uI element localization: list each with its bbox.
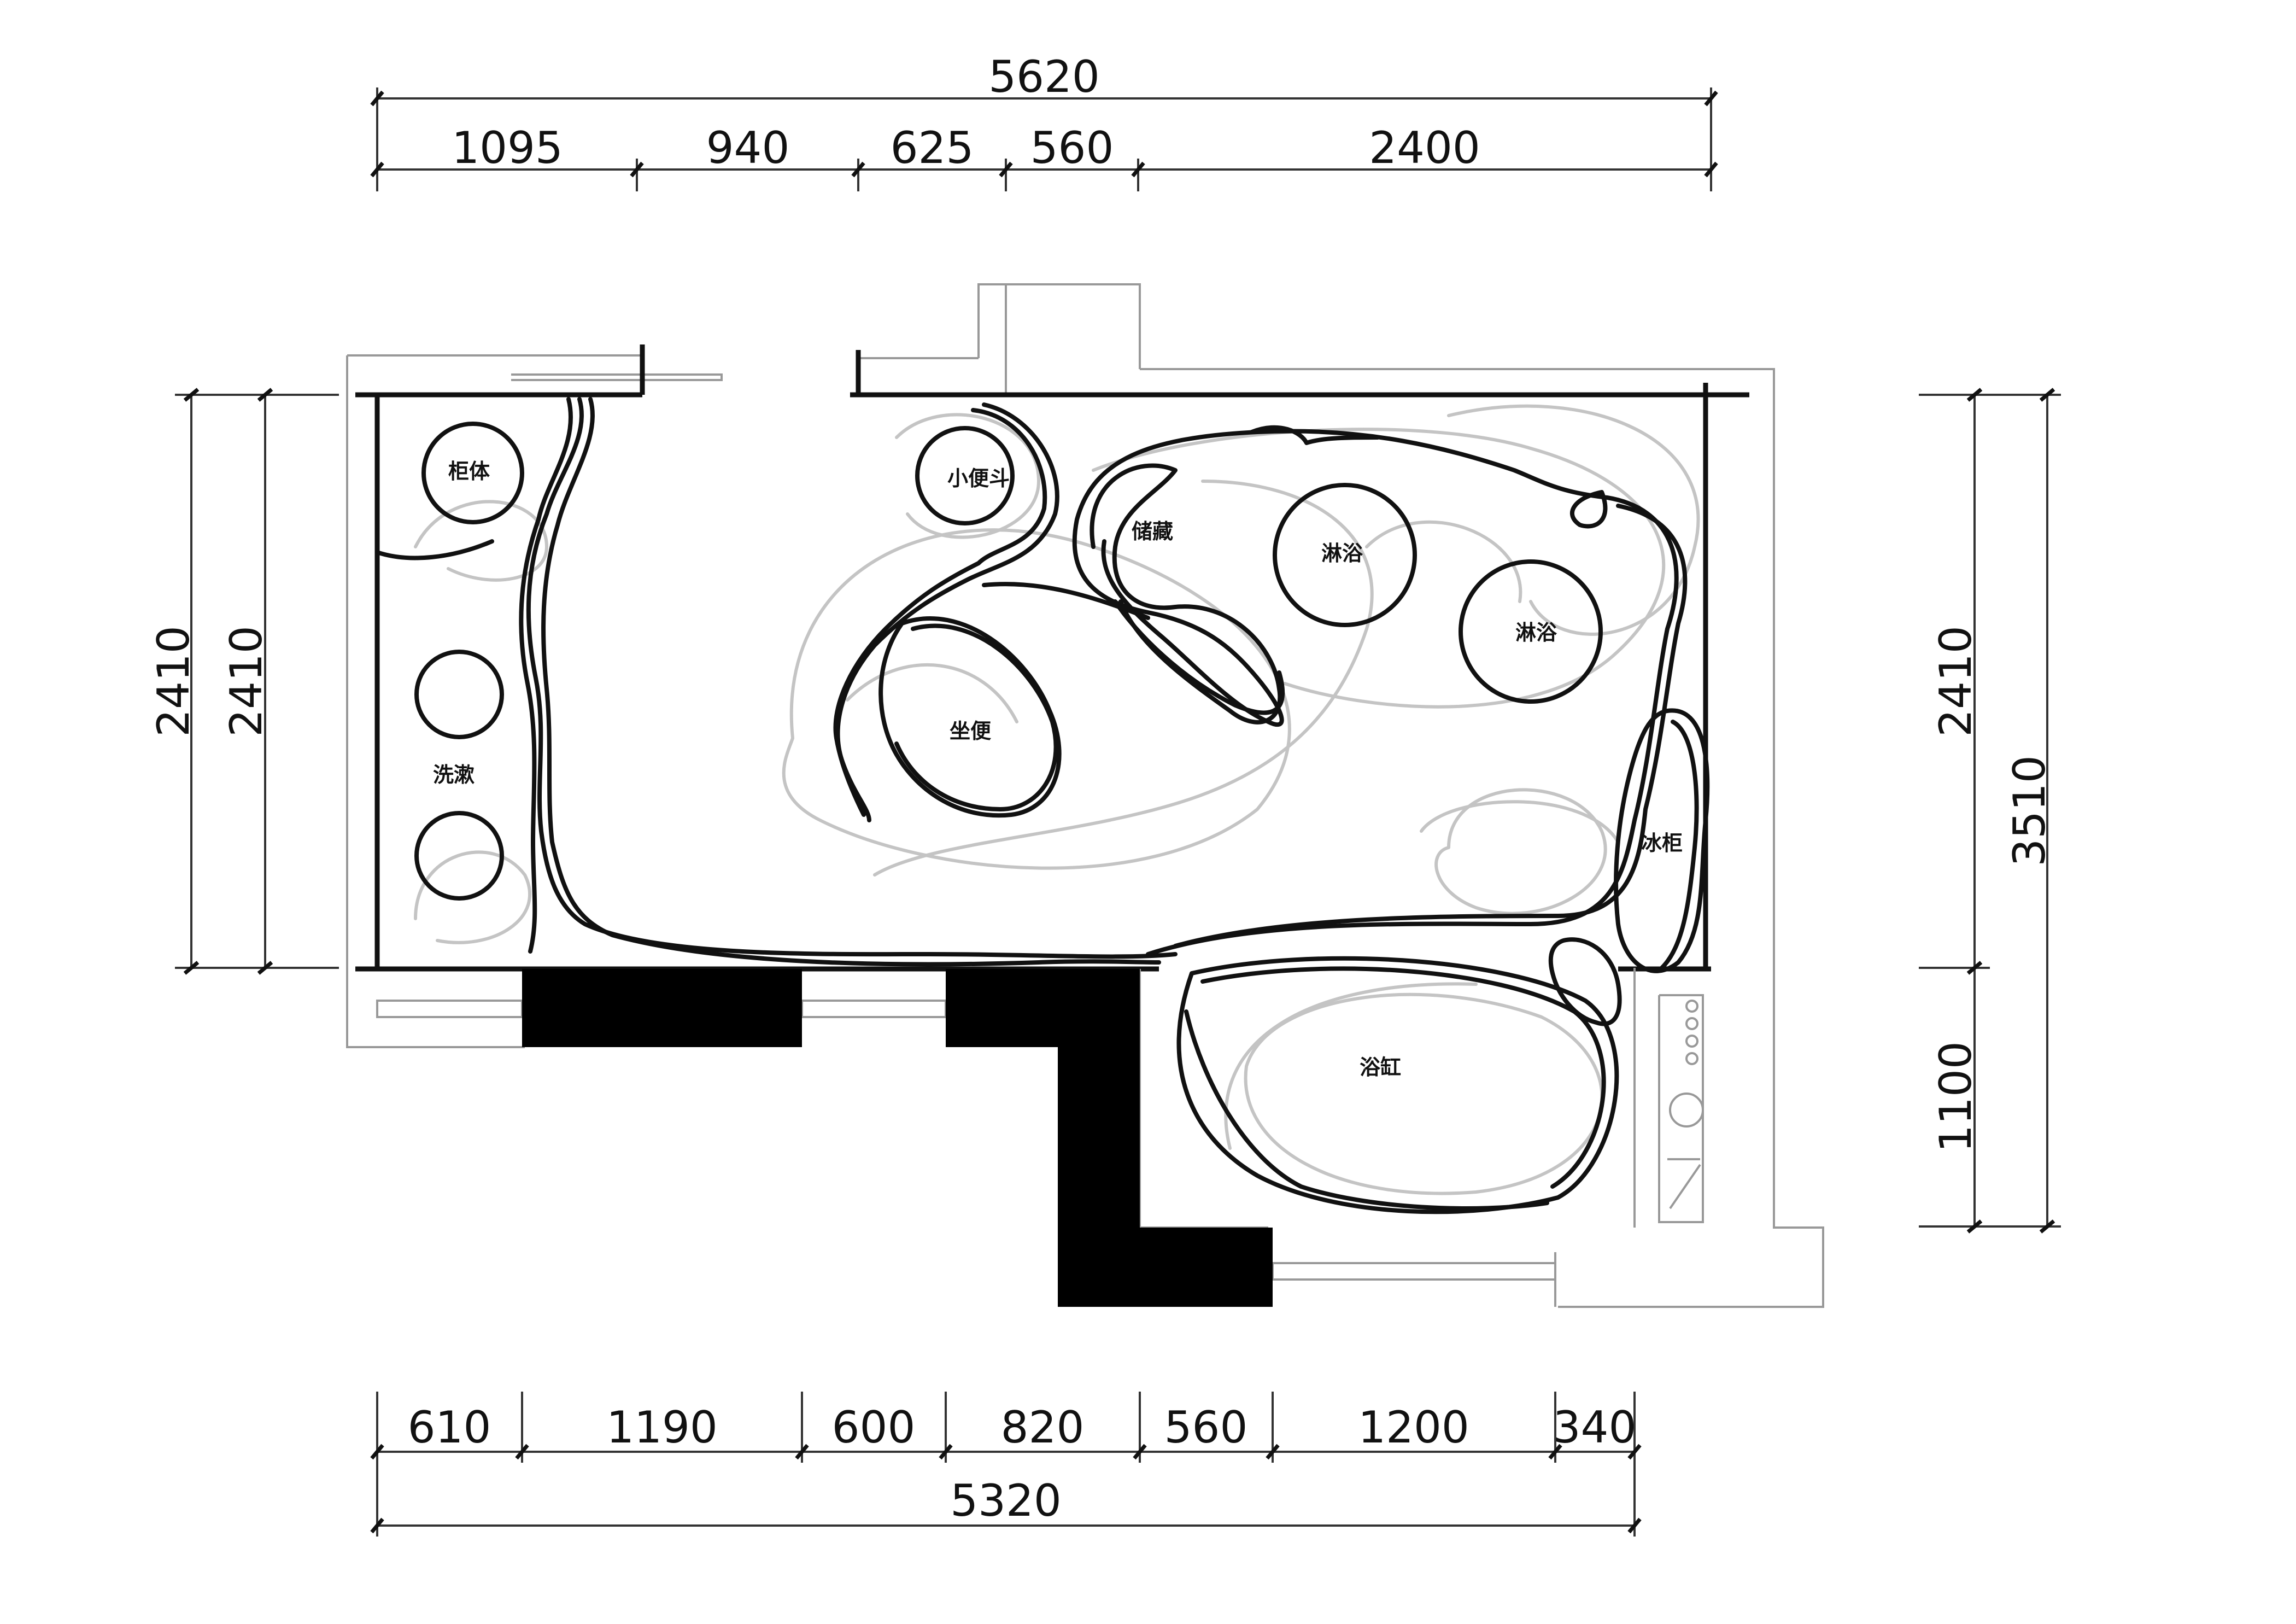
dim-top-seg-2: 940 bbox=[706, 122, 790, 173]
dim-top-total: 5620 bbox=[988, 51, 1100, 102]
dim-top-seg-3: 625 bbox=[891, 122, 974, 173]
label-wash: 洗漱 bbox=[433, 762, 475, 787]
dim-bottom-total: 5320 bbox=[950, 1475, 1062, 1526]
dim-left-inner: 2410 bbox=[221, 626, 272, 737]
dim-left-outer: 2410 bbox=[148, 626, 199, 737]
left-dimension-chain: 2410 2410 bbox=[148, 388, 339, 975]
label-storage: 储藏 bbox=[1132, 519, 1173, 544]
dim-right-lower: 1100 bbox=[1930, 1041, 1981, 1153]
label-cabinet: 柜体 bbox=[448, 459, 490, 483]
dim-bottom-seg-3: 600 bbox=[832, 1402, 916, 1453]
label-bathtub: 浴缸 bbox=[1360, 1055, 1401, 1079]
dim-right-total: 3510 bbox=[2004, 755, 2055, 867]
dim-bottom-seg-7: 340 bbox=[1553, 1402, 1637, 1453]
dim-top-seg-5: 2400 bbox=[1369, 122, 1480, 173]
label-fridge: 冰柜 bbox=[1641, 831, 1683, 855]
sketch-light-loops bbox=[414, 404, 1700, 1195]
label-shower-1: 淋浴 bbox=[1321, 541, 1363, 565]
dim-bottom-seg-6: 1200 bbox=[1358, 1402, 1469, 1453]
room-labels: 柜体 洗漱 小便斗 储藏 淋浴 淋浴 坐便 冰柜 浴缸 bbox=[433, 459, 1683, 1079]
right-dimension-chain: 2410 1100 3510 bbox=[1919, 388, 2061, 1234]
dim-bottom-seg-2: 1190 bbox=[606, 1402, 718, 1453]
bottom-dimension-chain: 610 1190 600 820 560 1200 340 5320 bbox=[370, 1392, 1642, 1537]
dim-bottom-seg-5: 560 bbox=[1164, 1402, 1248, 1453]
dim-top-seg-4: 560 bbox=[1030, 122, 1114, 173]
label-toilet: 坐便 bbox=[950, 718, 992, 743]
wall-block-1 bbox=[522, 969, 802, 1047]
dim-bottom-seg-1: 610 bbox=[408, 1402, 491, 1453]
dim-bottom-seg-4: 820 bbox=[1001, 1402, 1085, 1453]
dim-top-seg-1: 1095 bbox=[452, 122, 563, 173]
shower-circle-2 bbox=[1459, 559, 1603, 704]
wash-circle-2 bbox=[414, 811, 504, 901]
cabinet-circle bbox=[421, 422, 524, 524]
walls bbox=[346, 283, 1824, 1308]
label-urinal: 小便斗 bbox=[947, 466, 1010, 490]
wall-block-2 bbox=[946, 969, 1273, 1307]
sketch-dark-paths bbox=[375, 397, 1710, 1214]
top-dimension-chain: 5620 1095 940 625 560 2400 bbox=[370, 51, 1718, 191]
dim-right-upper: 2410 bbox=[1930, 626, 1981, 737]
urinal-circle bbox=[915, 426, 1015, 525]
fixture-circles bbox=[414, 422, 1603, 901]
label-shower-2: 淋浴 bbox=[1515, 620, 1557, 645]
shower-circle-1 bbox=[1273, 483, 1417, 627]
wash-circle-1 bbox=[414, 650, 504, 739]
